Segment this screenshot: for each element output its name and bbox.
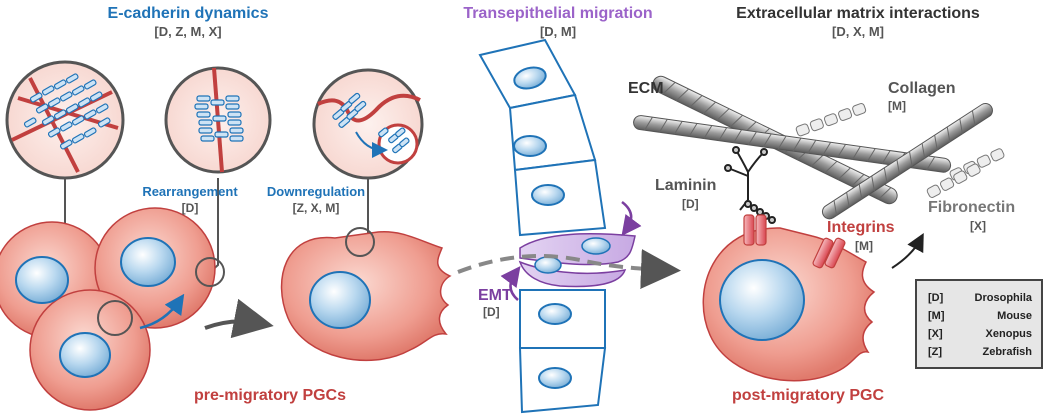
nucleus-icon	[120, 237, 176, 287]
legend-name: Drosophila	[975, 292, 1033, 304]
transition-arrow	[204, 298, 274, 339]
nucleus-icon	[538, 303, 572, 325]
ecm-label: ECM	[628, 80, 664, 97]
legend-name: Zebrafish	[982, 346, 1032, 358]
integrins-label: Integrins	[827, 219, 895, 236]
transep-title: Transepithelial migration	[463, 5, 652, 22]
emt-label: EMT	[478, 287, 512, 304]
zoom-circle-clustered	[5, 60, 125, 180]
zoom-circle-rearranged	[164, 66, 272, 174]
legend-name: Xenopus	[986, 328, 1032, 340]
nucleus-icon	[581, 237, 611, 255]
collagen-label: Collagen	[888, 80, 956, 97]
emt-arrow-bottom	[500, 265, 521, 301]
collagen-species: [M]	[888, 99, 906, 113]
fibronectin-arrow	[891, 232, 924, 269]
migration-path-arrow	[457, 249, 681, 290]
rearrangement-species: [D]	[182, 201, 199, 215]
downregulation-species: [Z, X, M]	[293, 201, 340, 215]
legend-code: [D]	[928, 292, 944, 304]
fibronectin-fibers	[795, 102, 1005, 198]
zoom-spot-membrane	[195, 257, 225, 287]
nucleus-icon	[534, 256, 562, 274]
transep-species: [D, M]	[540, 24, 576, 39]
cadherin-cluster	[23, 73, 111, 150]
migrating-pgc	[280, 227, 452, 362]
legend-code: [X]	[928, 328, 943, 340]
emt-arrow-top	[621, 201, 642, 237]
fibronectin-label: Fibronectin	[928, 199, 1015, 216]
pre-migratory-cells	[0, 207, 216, 411]
integrins-species: [M]	[855, 239, 873, 253]
species-legend: [D] Drosophila [M] Mouse [X] Xenopus [Z]…	[915, 279, 1043, 369]
laminin-label: Laminin	[655, 177, 716, 194]
post-pgc-label: post-migratory PGC	[732, 387, 884, 404]
zoom-spot-migrating	[345, 227, 375, 257]
legend-code: [Z]	[928, 346, 942, 358]
post-migratory-pgc	[702, 227, 876, 382]
pre-pgcs-label: pre-migratory PGCs	[194, 387, 346, 404]
fibronectin-species: [X]	[970, 219, 986, 233]
ecad-title: E-cadherin dynamics	[108, 5, 269, 22]
nucleus-icon	[538, 367, 572, 389]
integrin-receptors	[743, 214, 846, 269]
nucleus-icon	[531, 184, 565, 206]
downregulation-label: Downregulation	[267, 184, 365, 199]
epithelium	[478, 38, 607, 414]
ecm-int-species: [D, X, M]	[832, 24, 884, 39]
collagen-fibers	[633, 75, 993, 220]
laminin-species: [D]	[682, 197, 699, 211]
nucleus-icon	[513, 66, 547, 90]
emt-species: [D]	[483, 305, 500, 319]
nucleus-icon	[513, 135, 547, 157]
zoom-circle-downregulated	[312, 68, 424, 180]
nucleus-icon	[15, 256, 69, 304]
rearrangement-label: Rearrangement	[142, 184, 238, 199]
ecm-int-title: Extracellular matrix interactions	[736, 5, 980, 22]
zoom-spot-junction	[97, 300, 133, 336]
ecad-species: [D, Z, M, X]	[154, 24, 221, 39]
legend-code: [M]	[928, 310, 945, 322]
laminin-molecule	[724, 146, 776, 224]
rearrangement-arrow	[139, 293, 185, 330]
nucleus-icon	[59, 332, 111, 378]
legend-name: Mouse	[997, 310, 1032, 322]
